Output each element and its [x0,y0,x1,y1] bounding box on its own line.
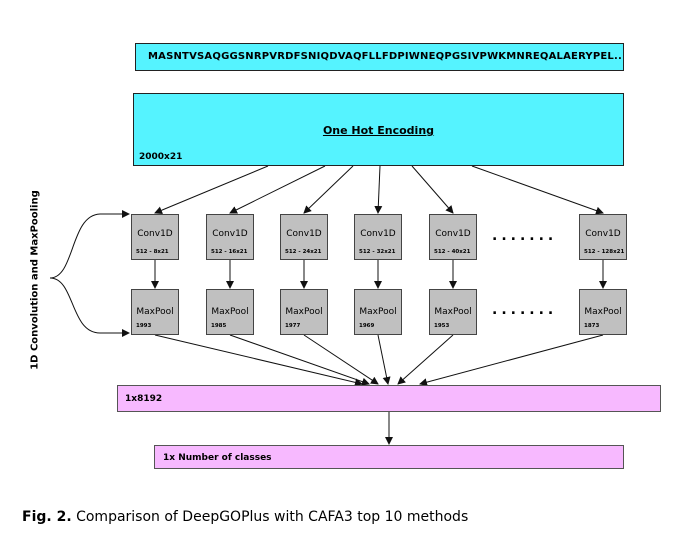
maxpool-size: 1953 [434,323,450,329]
maxpool-size: 1993 [136,323,152,329]
figure-caption: Fig. 2. Comparison of DeepGOPlus with CA… [22,509,468,525]
conv1d-node: Conv1D 512 - 128x21 [579,214,627,260]
maxpool-node: MaxPool 1993 [131,289,179,335]
side-label: 1D Convolution and MaxPooling [29,190,41,370]
sequence-text: MASNTVSAQGGSNRPVRDFSNIQDVAQFLLFDPIWNEQPG… [148,51,624,62]
conv1d-node: Conv1D 512 - 8x21 [131,214,179,260]
maxpool-label: MaxPool [285,307,323,317]
conv1d-size: 512 - 24x21 [285,249,322,255]
maxpool-label: MaxPool [211,307,249,317]
encoding-to-conv-arrow [303,165,354,214]
maxpool-size: 1969 [359,323,375,329]
maxpool-node: MaxPool 1969 [354,289,402,335]
conv1d-size: 512 - 8x21 [136,249,169,255]
encoding-to-conv-arrow [471,165,604,215]
conv1d-label: Conv1D [360,229,396,239]
conv1d-label: Conv1D [137,229,173,239]
sequence-box: MASNTVSAQGGSNRPVRDFSNIQDVAQFLLFDPIWNEQPG… [135,43,624,71]
maxpool-size: 1985 [211,323,227,329]
pool-to-flatten-arrow [303,334,379,385]
encoding-to-conv-arrow [411,165,454,214]
conv1d-label: Conv1D [212,229,248,239]
conv1d-size: 512 - 128x21 [584,249,625,255]
maxpool-label: MaxPool [584,307,622,317]
encoding-to-conv-arrow [374,165,383,214]
conv1d-node: Conv1D 512 - 16x21 [206,214,254,260]
caption-text: Comparison of DeepGOPlus with CAFA3 top … [71,509,469,525]
conv1d-label: Conv1D [286,229,322,239]
one-hot-encoding-title: One Hot Encoding [322,124,435,137]
brace-bottom [49,277,130,337]
flatten-label: 1x8192 [125,394,163,404]
conv1d-size: 512 - 16x21 [211,249,248,255]
maxpool-label: MaxPool [136,307,174,317]
maxpool-node: MaxPool 1985 [206,289,254,335]
pool-to-flatten-arrow [419,334,604,387]
pool-to-flatten-arrow [229,334,370,386]
pool-ellipsis: ....... [492,302,558,318]
conv1d-size: 512 - 32x21 [359,249,396,255]
maxpool-label: MaxPool [434,307,472,317]
maxpool-node: MaxPool 1953 [429,289,477,335]
one-hot-encoding-box: One Hot Encoding 2000x21 [133,93,624,166]
maxpool-node: MaxPool 1977 [280,289,328,335]
pool-to-flatten-arrow [377,334,391,385]
conv1d-node: Conv1D 512 - 32x21 [354,214,402,260]
conv1d-label: Conv1D [435,229,471,239]
conv-ellipsis: ....... [492,228,558,244]
brace-top [49,210,130,279]
pool-to-flatten-arrow [154,334,363,387]
caption-label: Fig. 2. [22,509,72,525]
output-label: 1x Number of classes [163,453,272,463]
maxpool-label: MaxPool [359,307,397,317]
maxpool-size: 1873 [584,323,600,329]
one-hot-encoding-dim: 2000x21 [139,152,183,162]
maxpool-size: 1977 [285,323,301,329]
conv1d-label: Conv1D [585,229,621,239]
conv1d-node: Conv1D 512 - 40x21 [429,214,477,260]
maxpool-node: MaxPool 1873 [579,289,627,335]
flatten-box: 1x8192 [117,385,661,412]
conv1d-node: Conv1D 512 - 24x21 [280,214,328,260]
encoding-to-conv-arrow [229,165,326,214]
pool-to-flatten-arrow [397,334,454,385]
output-box: 1x Number of classes [154,445,624,469]
encoding-to-conv-arrow [154,165,269,215]
conv1d-size: 512 - 40x21 [434,249,471,255]
